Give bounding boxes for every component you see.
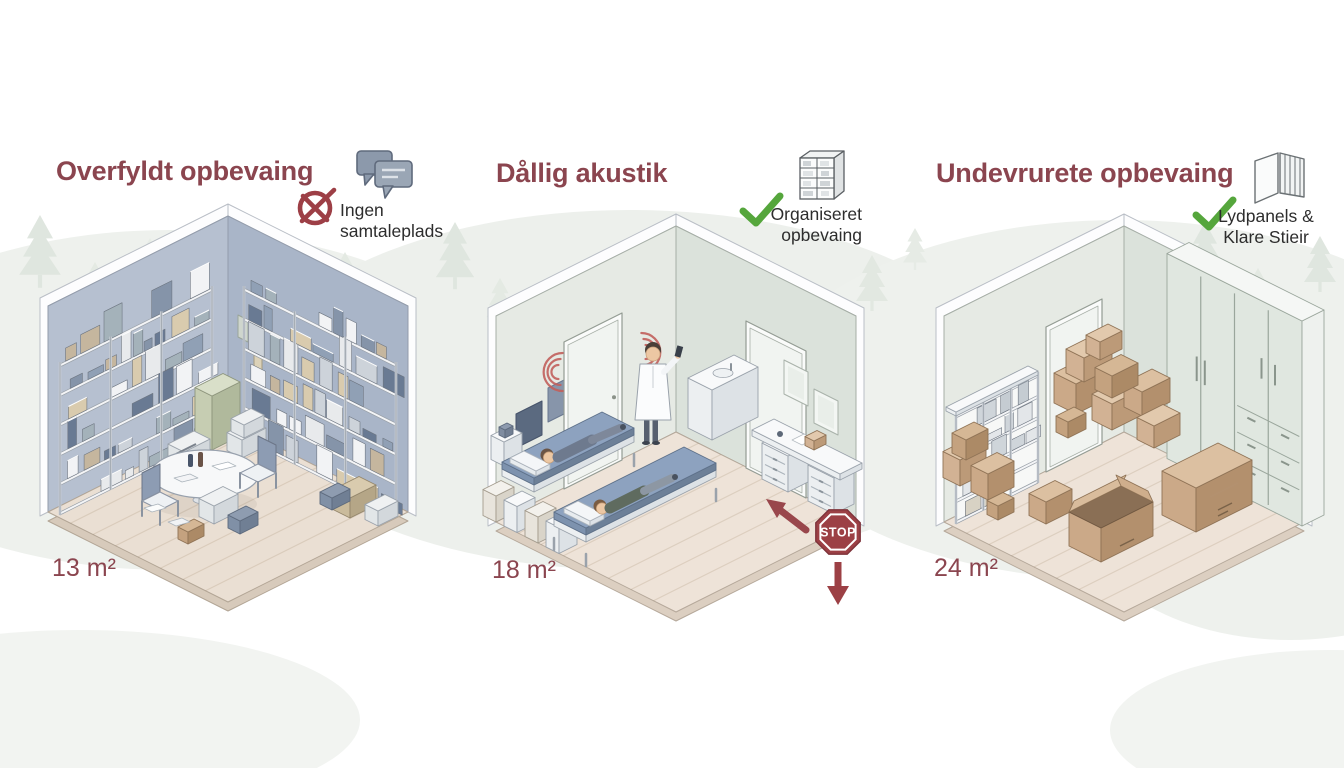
crossed-circle-icon bbox=[292, 184, 340, 232]
panel-title: Dållig akustik bbox=[496, 158, 668, 188]
room-illustration-storage bbox=[39, 203, 417, 612]
area-label: 13 m² bbox=[52, 554, 116, 582]
stop-sign-label: STOP bbox=[820, 526, 856, 540]
check-icon bbox=[1192, 194, 1238, 234]
storage-shelf-icon bbox=[788, 146, 848, 204]
annotation-line: samtaleplads bbox=[340, 221, 444, 241]
area-label: 24 m² bbox=[934, 554, 998, 582]
panel-bad-acoustics: Dållig akustik Organiseret opbevaing bbox=[448, 0, 896, 768]
annotation-text: Organiseret opbevaing bbox=[742, 204, 862, 246]
room-illustration-boxes bbox=[935, 213, 1325, 622]
annotation-line: Lydpanels & bbox=[1218, 206, 1314, 226]
chat-bubbles-icon bbox=[352, 148, 416, 202]
direction-arrow bbox=[766, 499, 810, 534]
panel-undervalued-storage: Undevrurete opbevaing Lydpanels & Klare … bbox=[896, 0, 1344, 768]
area-label: 18 m² bbox=[492, 556, 556, 584]
panel-title: Undevrurete opbevaing bbox=[936, 158, 1234, 188]
annotation-line: opbevaing bbox=[781, 225, 862, 245]
room-illustration-clinic: STOP bbox=[482, 213, 865, 622]
panel-title: Overfyldt opbevaing bbox=[56, 156, 314, 186]
annotation-text: Ingen samtaleplads bbox=[340, 200, 470, 242]
acoustic-panels-icon bbox=[1246, 148, 1310, 204]
annotation-line: Organiseret bbox=[770, 204, 862, 224]
annotation-text: Lydpanels & Klare Stieir bbox=[1206, 206, 1326, 248]
stop-sign: STOP bbox=[815, 509, 861, 605]
annotation-line: Ingen bbox=[340, 200, 384, 220]
check-icon bbox=[739, 190, 785, 230]
panel-overcrowded-storage: Overfyldt opbevaing Ingen samtaleplads 1… bbox=[0, 0, 448, 768]
annotation-line: Klare Stieir bbox=[1223, 227, 1309, 247]
